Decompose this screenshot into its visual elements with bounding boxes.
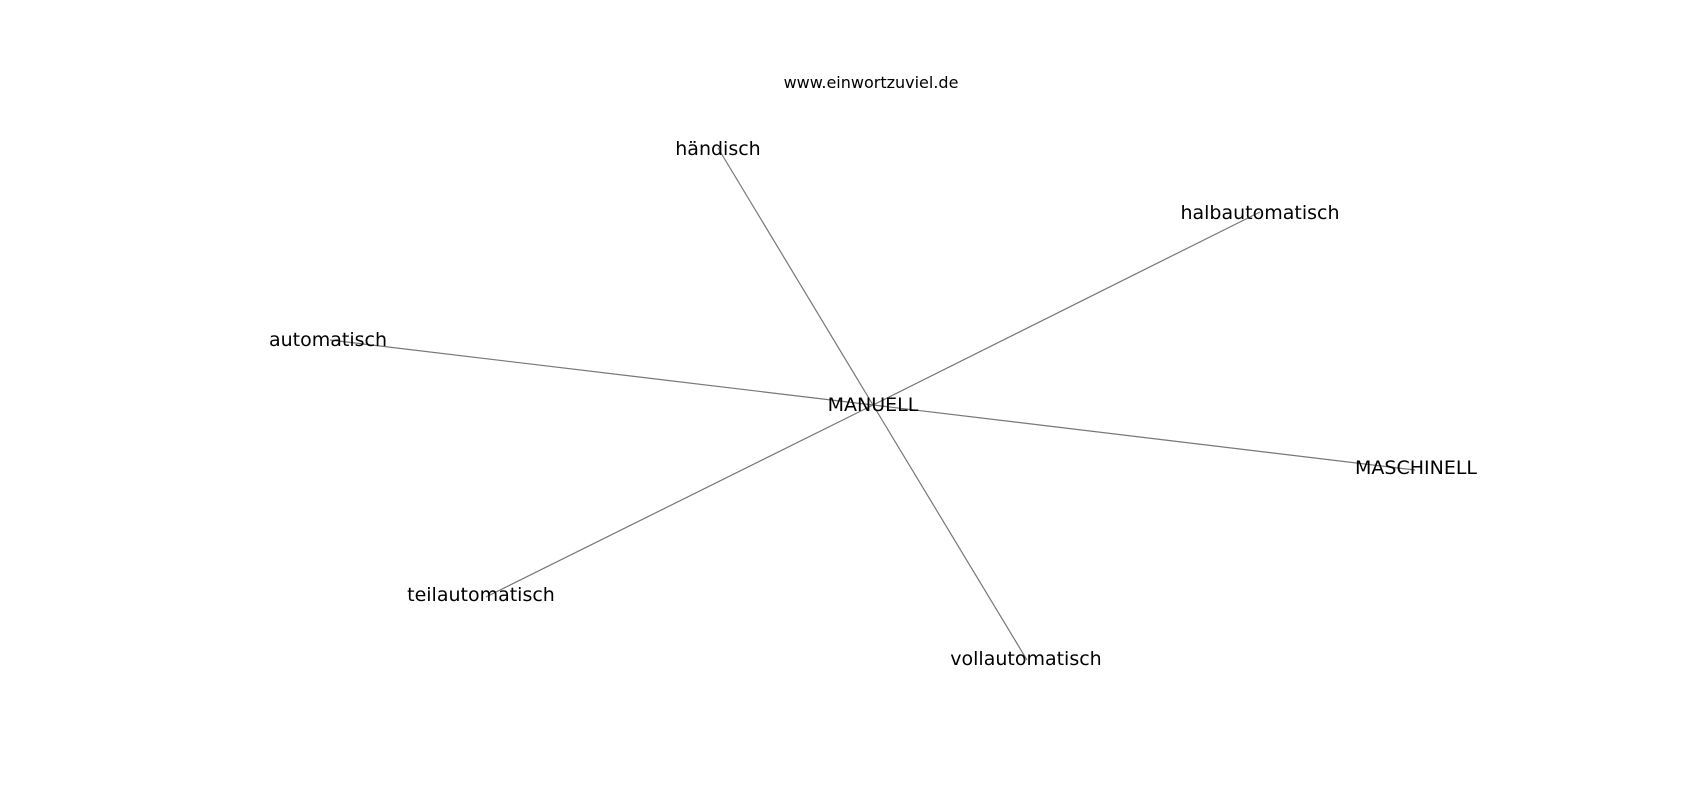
node-label-manuell: MANUELL — [828, 394, 919, 416]
edge-manuell-halbautomatisch — [872, 211, 1261, 406]
node-label-vollautomatisch: vollautomatisch — [950, 648, 1101, 670]
edge-manuell-vollautomatisch — [872, 404, 1028, 661]
edge-manuell-haendisch — [717, 147, 874, 406]
edge-manuell-maschinell — [872, 404, 1416, 471]
node-label-teilautomatisch: teilautomatisch — [407, 584, 555, 606]
edge-manuell-automatisch — [329, 339, 874, 406]
node-label-halbautomatisch: halbautomatisch — [1180, 202, 1339, 224]
source-url: www.einwortzuviel.de — [784, 73, 959, 92]
node-labels: MANUELL händisch halbautomatisch automat… — [269, 138, 1477, 670]
node-label-maschinell: MASCHINELL — [1355, 457, 1477, 479]
node-label-automatisch: automatisch — [269, 329, 387, 351]
node-label-haendisch: händisch — [675, 138, 760, 160]
edge-manuell-teilautomatisch — [485, 404, 874, 598]
edges — [329, 147, 1416, 661]
